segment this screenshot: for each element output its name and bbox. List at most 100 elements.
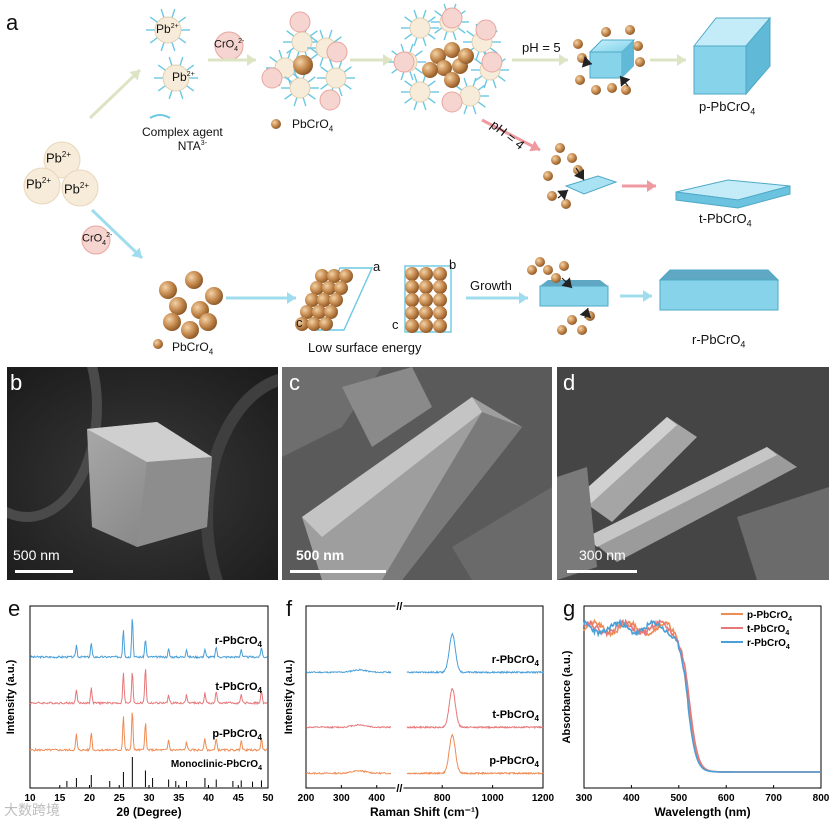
arrow-head	[519, 292, 528, 304]
ligand-arm	[400, 43, 405, 53]
chromate-ion-label: CrO42-	[82, 232, 113, 247]
pbcro4-particle	[315, 269, 329, 283]
chromate-ion	[481, 51, 503, 73]
r-crystal-small-top	[540, 280, 608, 286]
arrow-head	[643, 290, 652, 302]
plot-frame	[305, 605, 544, 789]
pbcro4-particle	[199, 313, 217, 331]
pbcro4-particle	[419, 280, 433, 294]
ligand-arm	[422, 37, 427, 47]
panel-letter-g: g	[563, 596, 576, 621]
ligand-arm	[497, 75, 506, 82]
ligand-arm	[475, 51, 480, 61]
pbcro4-particle	[419, 293, 433, 307]
ligand-arm	[293, 97, 298, 107]
ligand-arm	[472, 77, 477, 87]
pb-ion-complex	[409, 81, 431, 103]
pbcro4-particle	[561, 199, 571, 209]
ligand-arm	[492, 79, 497, 89]
pb-ion	[43, 141, 81, 179]
t-crystal-small	[564, 175, 618, 195]
ligand-arm	[286, 30, 295, 37]
r-crystal-small	[539, 285, 609, 307]
p-pbcro4-label: p-PbCrO4	[699, 99, 756, 117]
x-tick-label: 700	[765, 793, 782, 804]
scale-bar	[290, 570, 386, 573]
pbcro4-particle	[329, 293, 343, 307]
arrow-head	[383, 54, 392, 66]
ligand-arm	[413, 37, 418, 47]
arrow-head	[647, 180, 656, 192]
ligand-arm	[171, 42, 176, 52]
p-crystal-small-side	[622, 40, 634, 78]
pbcro4-particle	[567, 153, 577, 163]
pbcro4-particle	[205, 287, 223, 305]
x-tick-label: 25	[114, 793, 126, 804]
pb-ion-label: Pb2+	[64, 181, 90, 197]
pbcro4-particle	[527, 265, 537, 275]
pbcro4-particle	[458, 48, 474, 64]
pbcro4-particle	[405, 319, 419, 333]
x-tick-label: 300	[576, 793, 593, 804]
pb-ion-complex	[162, 64, 190, 92]
pbcro4-legend-label: PbCrO4	[172, 340, 214, 357]
scale-bar-label: 500 nm	[13, 547, 60, 563]
ligand-arm	[404, 16, 413, 23]
small-arrow-head	[581, 55, 592, 68]
pb-ion-complex	[459, 85, 481, 107]
ligand-arm	[413, 9, 418, 19]
ligand-arm	[149, 16, 158, 23]
r-pbcro4-label: r-PbCrO4	[692, 332, 746, 350]
pbcro4-particle	[300, 305, 314, 319]
chromate-ion-label: CrO42-	[214, 38, 245, 53]
ligand-arm	[269, 56, 278, 63]
pbcro4-particle	[405, 267, 419, 281]
series-label: t-PbCrO4	[215, 681, 262, 695]
series-label: r-PbCrO4	[492, 654, 540, 668]
small-arrow-head	[579, 308, 592, 319]
ligand-arm	[343, 66, 352, 73]
series-label: p-PbCrO4	[212, 728, 262, 742]
pbcro4-particle	[433, 319, 447, 333]
ligand-arm	[160, 8, 165, 18]
ligand-arm	[404, 97, 413, 104]
pbcro4-particle	[543, 265, 553, 275]
panel-letter-f: f	[286, 596, 293, 621]
t-pbcro4-label: t-PbCrO4	[699, 211, 752, 229]
pb-ion-label: Pb2+	[46, 150, 72, 166]
scale-bar	[567, 570, 637, 573]
panel-letter-d: d	[563, 370, 576, 395]
pbcro4-particle	[567, 315, 577, 325]
sem-image-d: 300 nm	[557, 367, 829, 580]
pb-ion	[61, 169, 99, 207]
axis-c-label: c	[296, 315, 303, 330]
pbcro4-particle	[405, 280, 419, 294]
ligand-arm	[427, 80, 436, 87]
chromate-ion	[441, 7, 463, 29]
chromate-ion	[441, 91, 463, 113]
pbcro4-particle	[625, 25, 635, 35]
ligand-arm	[443, 31, 448, 41]
scale-bar-label: 500 nm	[296, 547, 345, 563]
pbcro4-particle	[419, 306, 433, 320]
low-surface-energy-label: Low surface energy	[308, 340, 422, 355]
ligand-arm	[149, 37, 158, 44]
watermark: 大数跨境	[4, 802, 60, 818]
pbcro4-particle	[163, 313, 181, 331]
raman-series-line	[406, 632, 544, 675]
ligand-arm	[320, 66, 329, 73]
pbcro4-particle	[601, 27, 611, 37]
x-tick-label: 1000	[481, 793, 504, 804]
chromate-ion	[289, 11, 311, 33]
sem-image-c: 500 nm	[282, 367, 552, 580]
r-crystal-top	[658, 269, 780, 281]
ligand-arm	[320, 83, 329, 90]
pbcro4-particle	[433, 293, 447, 307]
ligand-arm	[343, 83, 352, 90]
t-crystal-side	[675, 185, 791, 209]
ligand-arm	[457, 27, 466, 34]
pbcro4-particle	[312, 305, 326, 319]
ligand-arm	[474, 58, 483, 65]
reference-label: Monoclinic-PbCrO4	[171, 759, 262, 772]
ligand-arm	[422, 9, 427, 19]
